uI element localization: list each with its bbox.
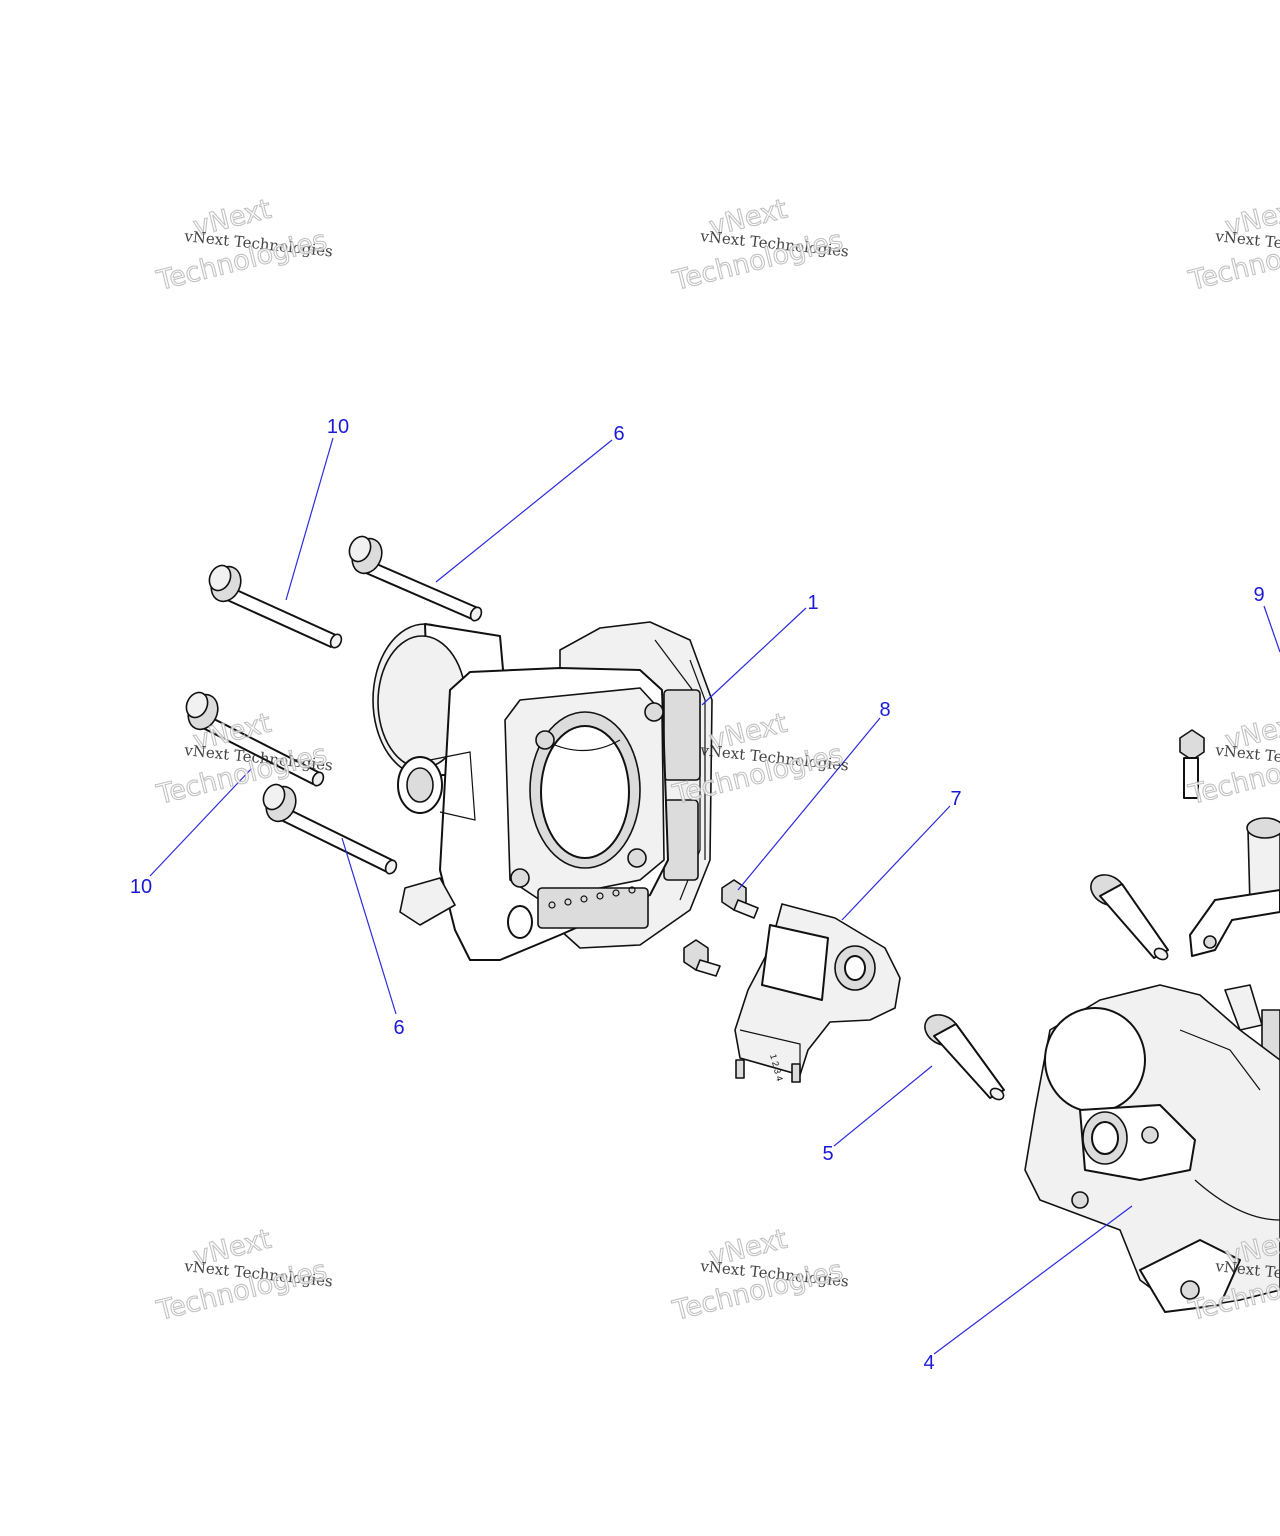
bolt-6-upper xyxy=(348,535,483,622)
callout-9: 9 xyxy=(1253,584,1264,606)
throttle-body xyxy=(372,621,713,961)
bolt-10-lower xyxy=(185,691,325,787)
bolt-9-area xyxy=(1179,729,1205,799)
screw-5-lower xyxy=(924,1014,1005,1101)
watermark-top-center: vNext vNext Technologies Technologies xyxy=(669,193,850,298)
callout-10-upper: 10 xyxy=(327,416,349,438)
callout-5: 5 xyxy=(822,1143,833,1165)
callout-6-lower: 6 xyxy=(393,1017,404,1039)
callout-4: 4 xyxy=(923,1352,934,1374)
map-sensor: 1 2 3 4 xyxy=(734,903,901,1083)
watermark-bottom-center: vNext vNext Technologies Technologies xyxy=(669,1223,850,1328)
callout-1: 1 xyxy=(807,592,818,614)
leader-9 xyxy=(1263,605,1280,653)
watermark-top-right: vNext vNext Technologies Technologies xyxy=(1185,193,1280,298)
leader-5 xyxy=(833,1065,933,1147)
callout-7: 7 xyxy=(950,788,961,810)
bolt-10-upper xyxy=(208,564,343,649)
watermark-bottom-left: vNext vNext Technologies Technologies xyxy=(153,1223,334,1328)
callouts: 10 6 1 8 7 9 10 6 5 4 xyxy=(130,416,1265,1374)
watermark-mid-right: vNext vNext Technologies Technologies xyxy=(1185,707,1280,812)
intake-housing xyxy=(1024,984,1280,1313)
screw-5-upper xyxy=(1090,874,1169,961)
leader-lines xyxy=(149,437,1280,1355)
leader-7 xyxy=(841,805,951,921)
bolt-6-lower xyxy=(262,783,398,875)
leader-10-upper xyxy=(285,437,334,601)
callout-6-upper: 6 xyxy=(613,423,624,445)
leader-10-lower xyxy=(149,767,253,877)
callout-10-lower: 10 xyxy=(130,876,152,898)
callout-8: 8 xyxy=(879,699,890,721)
leader-1 xyxy=(701,607,807,706)
leader-4 xyxy=(933,1205,1133,1355)
leader-8 xyxy=(737,717,881,891)
leader-6-upper xyxy=(435,439,613,583)
screw-8 xyxy=(683,879,759,977)
watermark-top-left: vNext vNext Technologies Technologies xyxy=(153,193,334,298)
watermark-mid-left: vNext vNext Technologies Technologies xyxy=(153,707,334,812)
leader-6-lower xyxy=(341,837,397,1015)
